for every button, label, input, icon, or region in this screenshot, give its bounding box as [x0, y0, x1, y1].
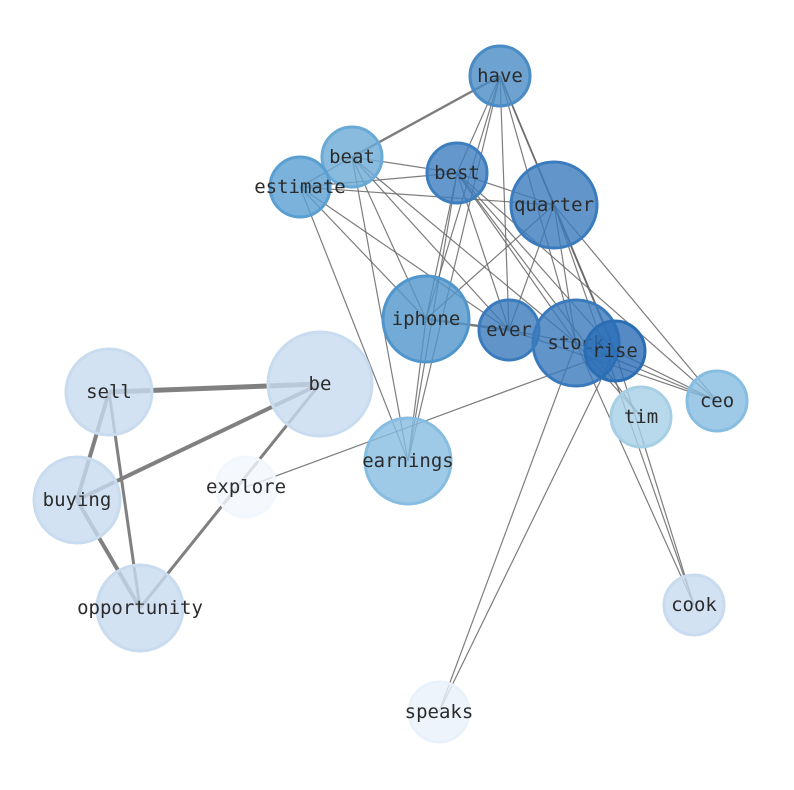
node-tim[interactable]: tim — [609, 385, 673, 449]
node-label: best — [434, 162, 480, 184]
node-ever[interactable]: ever — [477, 298, 541, 362]
edge-rise-speaks — [438, 350, 616, 713]
edge-estimate-earnings — [299, 186, 409, 462]
node-be[interactable]: be — [266, 330, 374, 438]
node-best[interactable]: best — [425, 141, 489, 205]
edge-estimate-ever — [299, 186, 510, 331]
node-circle — [268, 155, 332, 219]
node-speaks[interactable]: speaks — [405, 680, 474, 744]
node-circle — [214, 455, 278, 519]
node-beat[interactable]: beat — [320, 125, 384, 189]
node-circle — [425, 141, 489, 205]
node-label: be — [309, 373, 332, 395]
node-circle — [407, 680, 471, 744]
node-label: explore — [206, 476, 286, 498]
edge-stock-cook — [575, 342, 695, 606]
node-label: sell — [86, 381, 132, 403]
node-label: ever — [486, 319, 532, 341]
edge-beat-stock — [351, 156, 577, 344]
node-buying[interactable]: buying — [32, 455, 122, 545]
node-label: earnings — [362, 450, 454, 472]
node-label: estimate — [254, 176, 346, 198]
node-circle — [662, 573, 726, 637]
node-label: speaks — [405, 701, 474, 723]
node-label: iphone — [392, 308, 461, 330]
edge-stock-speaks — [438, 342, 577, 713]
node-iphone[interactable]: iphone — [381, 274, 471, 364]
node-ceo[interactable]: ceo — [685, 369, 749, 433]
edge-have-earnings — [407, 75, 501, 462]
node-circle — [266, 330, 374, 438]
node-opportunity[interactable]: opportunity — [77, 563, 203, 653]
node-earnings[interactable]: earnings — [362, 416, 454, 506]
node-circle — [609, 385, 673, 449]
node-sell[interactable]: sell — [64, 347, 154, 437]
node-label: cook — [671, 594, 717, 616]
node-circle — [64, 347, 154, 437]
node-circle — [381, 274, 471, 364]
node-circle — [583, 319, 647, 383]
node-circle — [685, 369, 749, 433]
node-explore[interactable]: explore — [206, 455, 286, 519]
node-label: buying — [43, 489, 112, 511]
node-rise[interactable]: rise — [583, 319, 647, 383]
node-circle — [95, 563, 185, 653]
node-quarter[interactable]: quarter — [509, 160, 599, 250]
node-have[interactable]: have — [468, 44, 532, 108]
node-label: ceo — [700, 390, 734, 412]
node-cook[interactable]: cook — [662, 573, 726, 637]
node-label: beat — [329, 146, 375, 168]
edge-best-ceo — [456, 172, 718, 402]
node-circle — [32, 455, 122, 545]
node-circle — [320, 125, 384, 189]
node-label: rise — [592, 340, 638, 362]
node-label: quarter — [514, 194, 594, 216]
edge-beat-ever — [351, 156, 510, 331]
node-label: have — [477, 65, 523, 87]
node-circle — [468, 44, 532, 108]
node-circle — [363, 416, 453, 506]
node-estimate[interactable]: estimate — [254, 155, 346, 219]
node-label: opportunity — [77, 597, 203, 619]
node-label: tim — [624, 406, 658, 428]
edge-have-ever — [499, 75, 510, 331]
edge-beat-earnings — [351, 156, 409, 462]
node-circle — [509, 160, 599, 250]
